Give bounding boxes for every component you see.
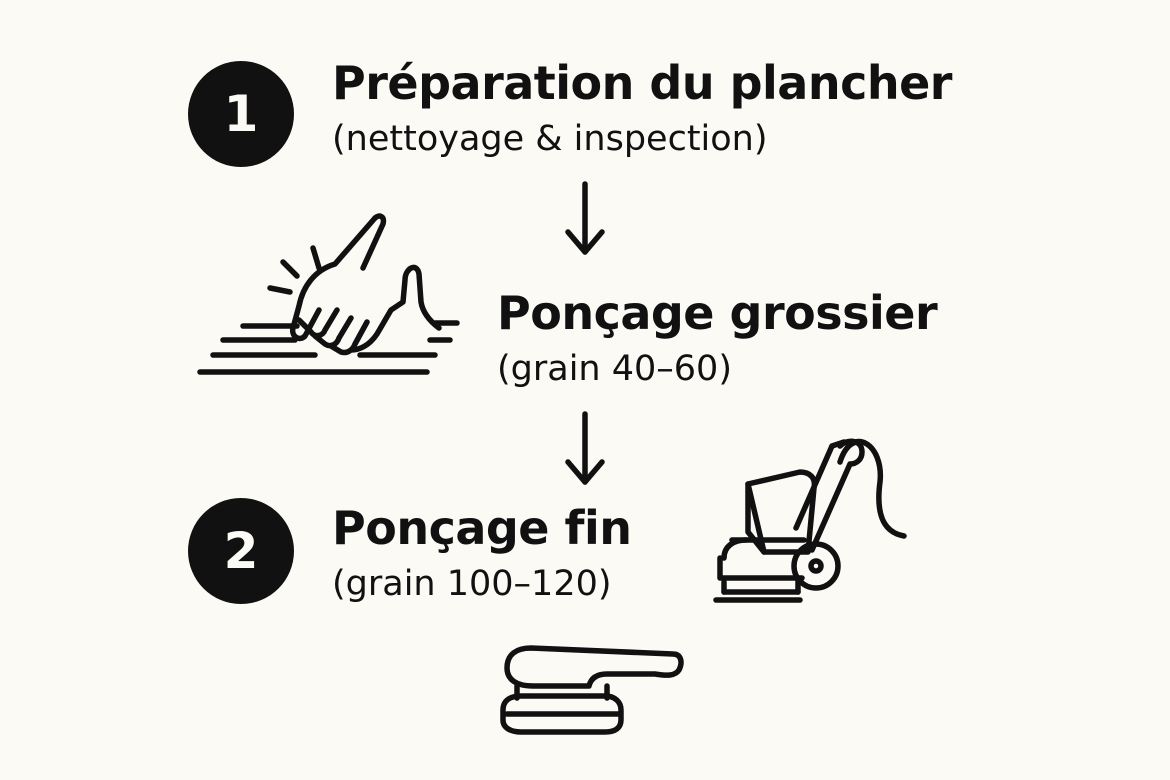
step-2-subtitle: (grain 40–60) xyxy=(497,349,732,389)
step-3-number-badge: 2 xyxy=(188,498,294,604)
orbital-sander-icon xyxy=(500,645,684,735)
step-3-title: Ponçage fin xyxy=(332,501,632,555)
arrow-down-icon xyxy=(565,411,605,485)
step-3-subtitle: (grain 100–120) xyxy=(332,564,612,604)
floor-sander-machine-icon xyxy=(713,438,907,603)
step-1-subtitle: (nettoyage & inspection) xyxy=(332,119,768,159)
step-2-title: Ponçage grossier xyxy=(497,286,938,340)
step-1-title: Préparation du plancher xyxy=(332,56,953,110)
step-1-number-badge: 1 xyxy=(188,61,294,167)
hand-touching-floor-icon xyxy=(197,213,460,375)
arrow-down-icon xyxy=(565,181,605,255)
